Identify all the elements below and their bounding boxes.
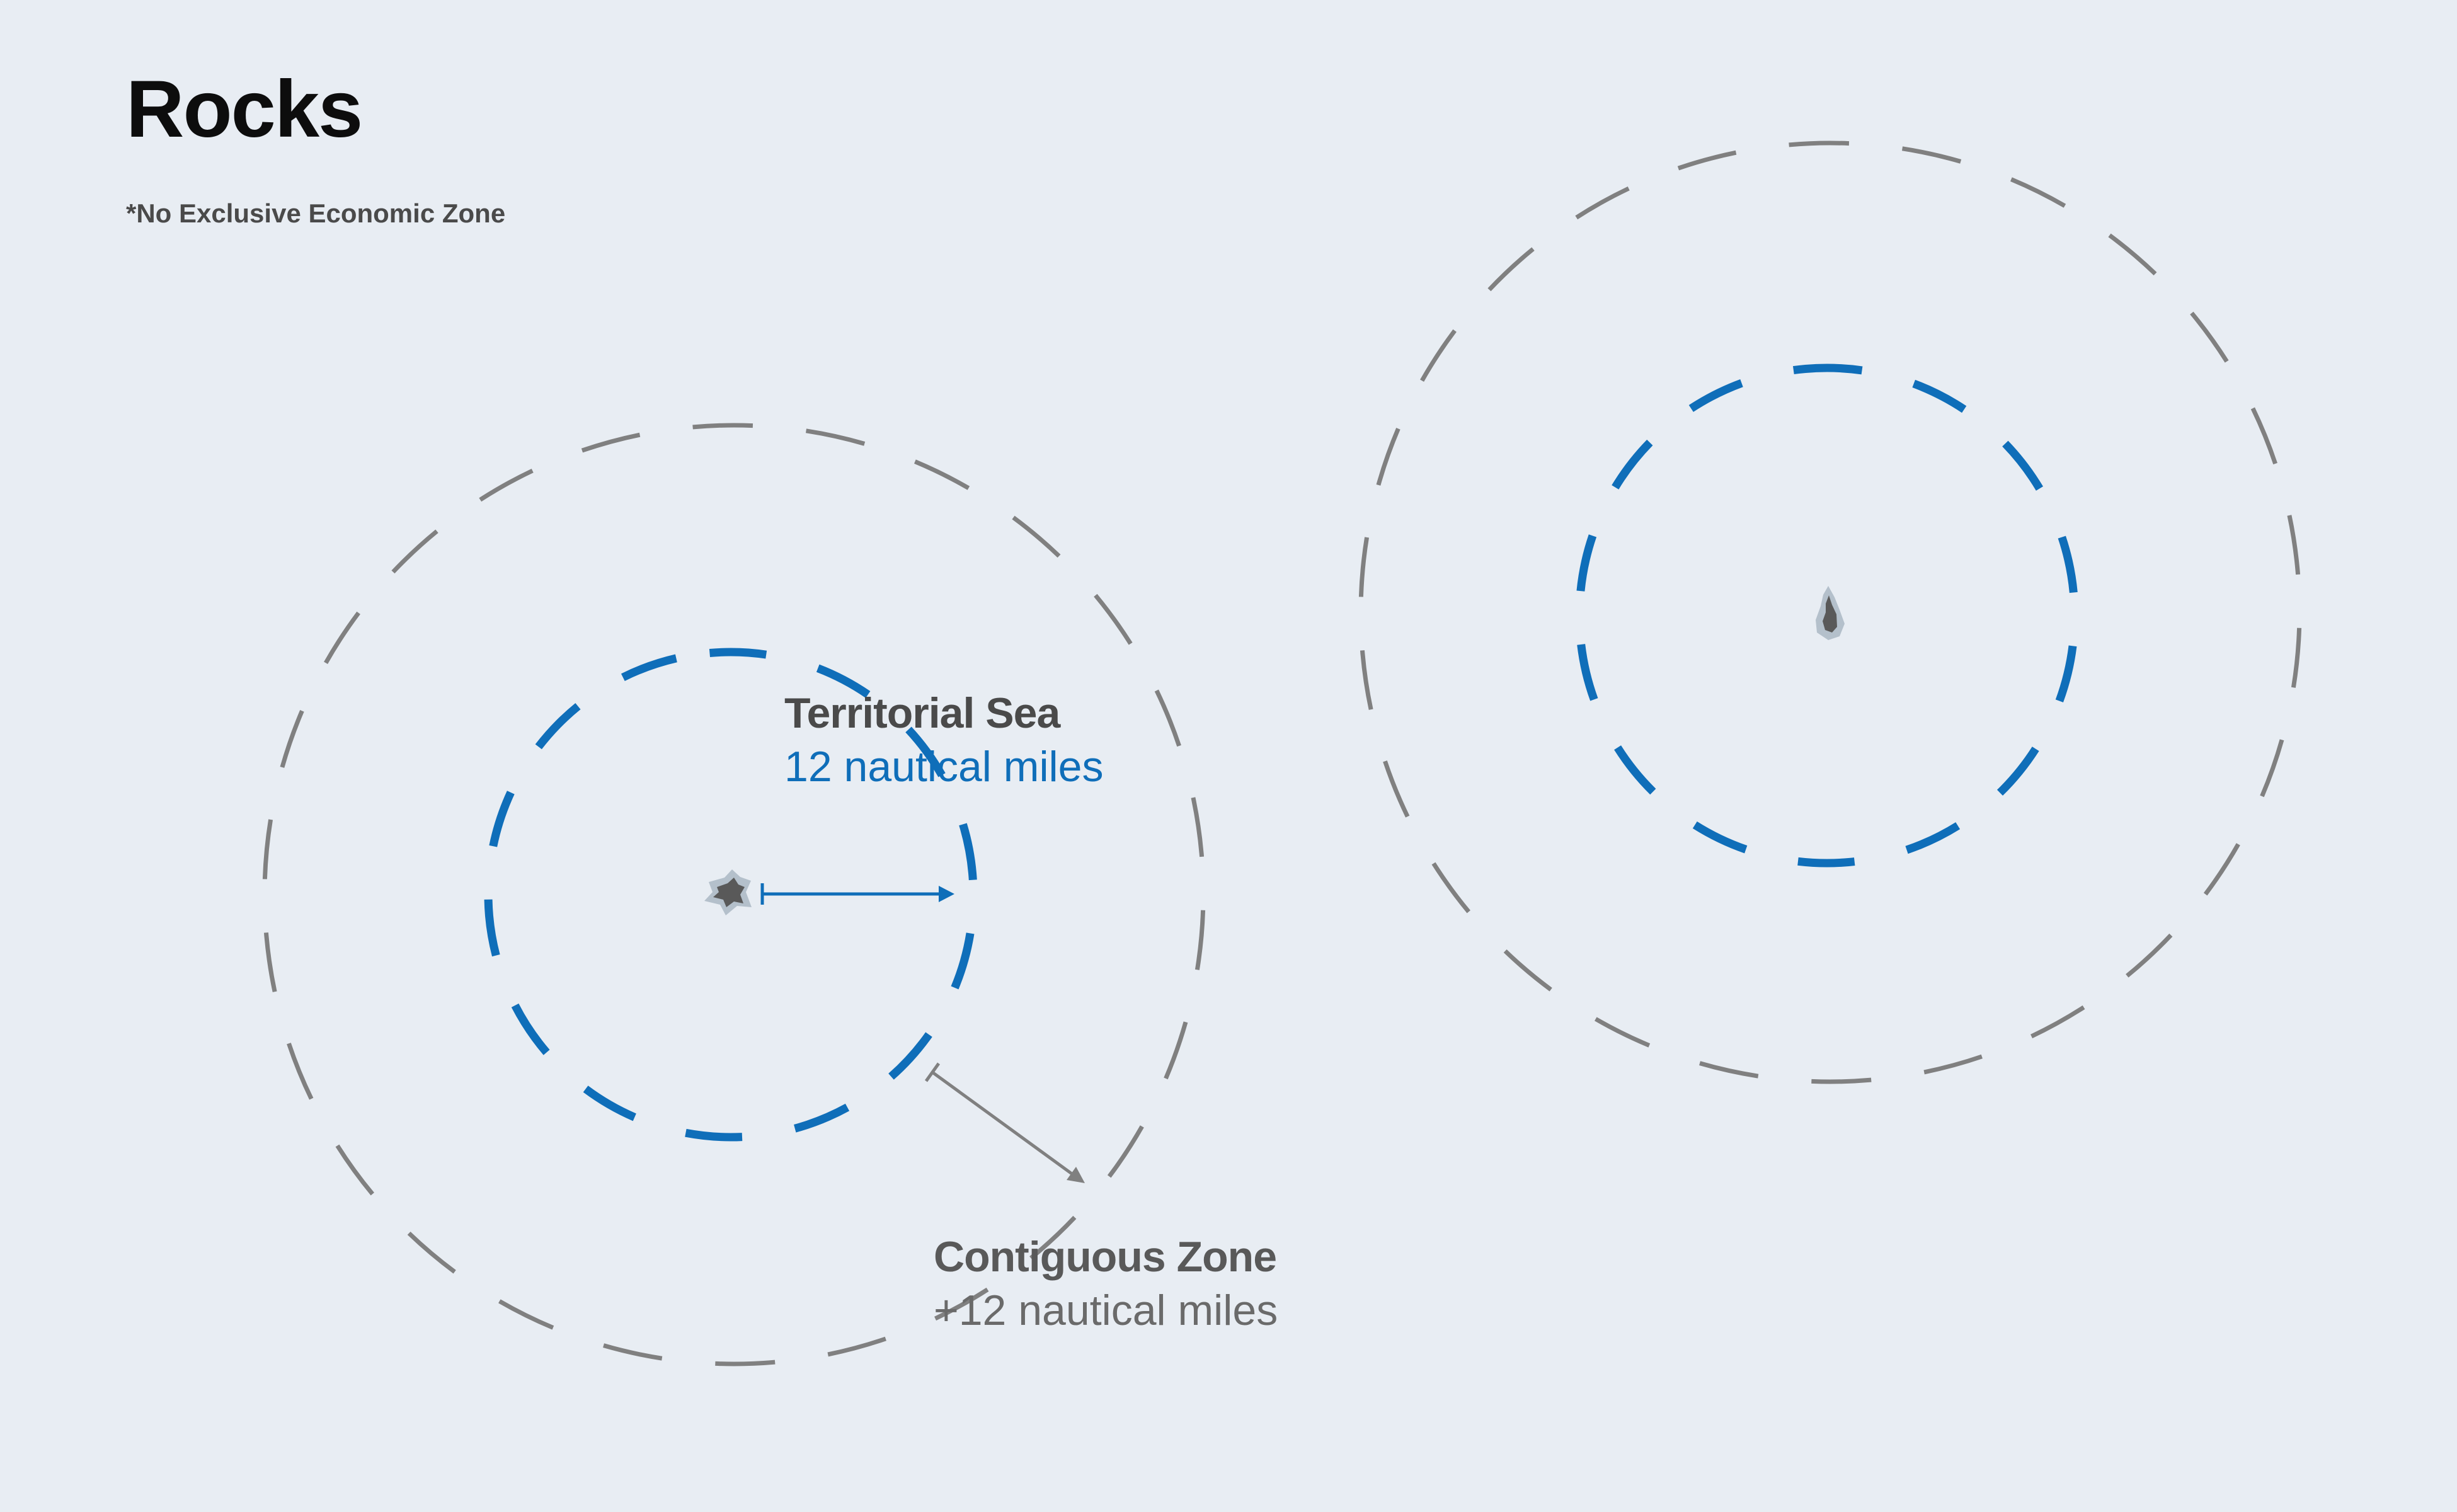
page-title: Rocks bbox=[126, 64, 363, 154]
rock-icon bbox=[704, 869, 752, 915]
right-territorial-sea-ring bbox=[1575, 364, 2079, 868]
territorial-sea-name: Territorial Sea bbox=[784, 689, 1060, 737]
territorial-sea-arrow bbox=[760, 883, 954, 905]
rock-icon bbox=[1816, 586, 1845, 640]
subtitle-note: *No Exclusive Economic Zone bbox=[126, 198, 506, 228]
contiguous-zone-distance: +12 nautical miles bbox=[934, 1286, 1278, 1334]
right-contiguous-zone-ring bbox=[1358, 140, 2302, 1084]
left-territorial-sea-ring bbox=[484, 648, 978, 1142]
contiguous-zone-label: Contiguous Zone +12 nautical miles bbox=[934, 1230, 1278, 1337]
territorial-sea-label: Territorial Sea 12 nautical miles bbox=[784, 687, 1103, 794]
contiguous-zone-name: Contiguous Zone bbox=[934, 1233, 1277, 1281]
contiguous-zone-arrow bbox=[924, 1062, 1085, 1183]
territorial-sea-distance: 12 nautical miles bbox=[784, 743, 1104, 791]
left-contiguous-zone-ring bbox=[262, 423, 1206, 1366]
